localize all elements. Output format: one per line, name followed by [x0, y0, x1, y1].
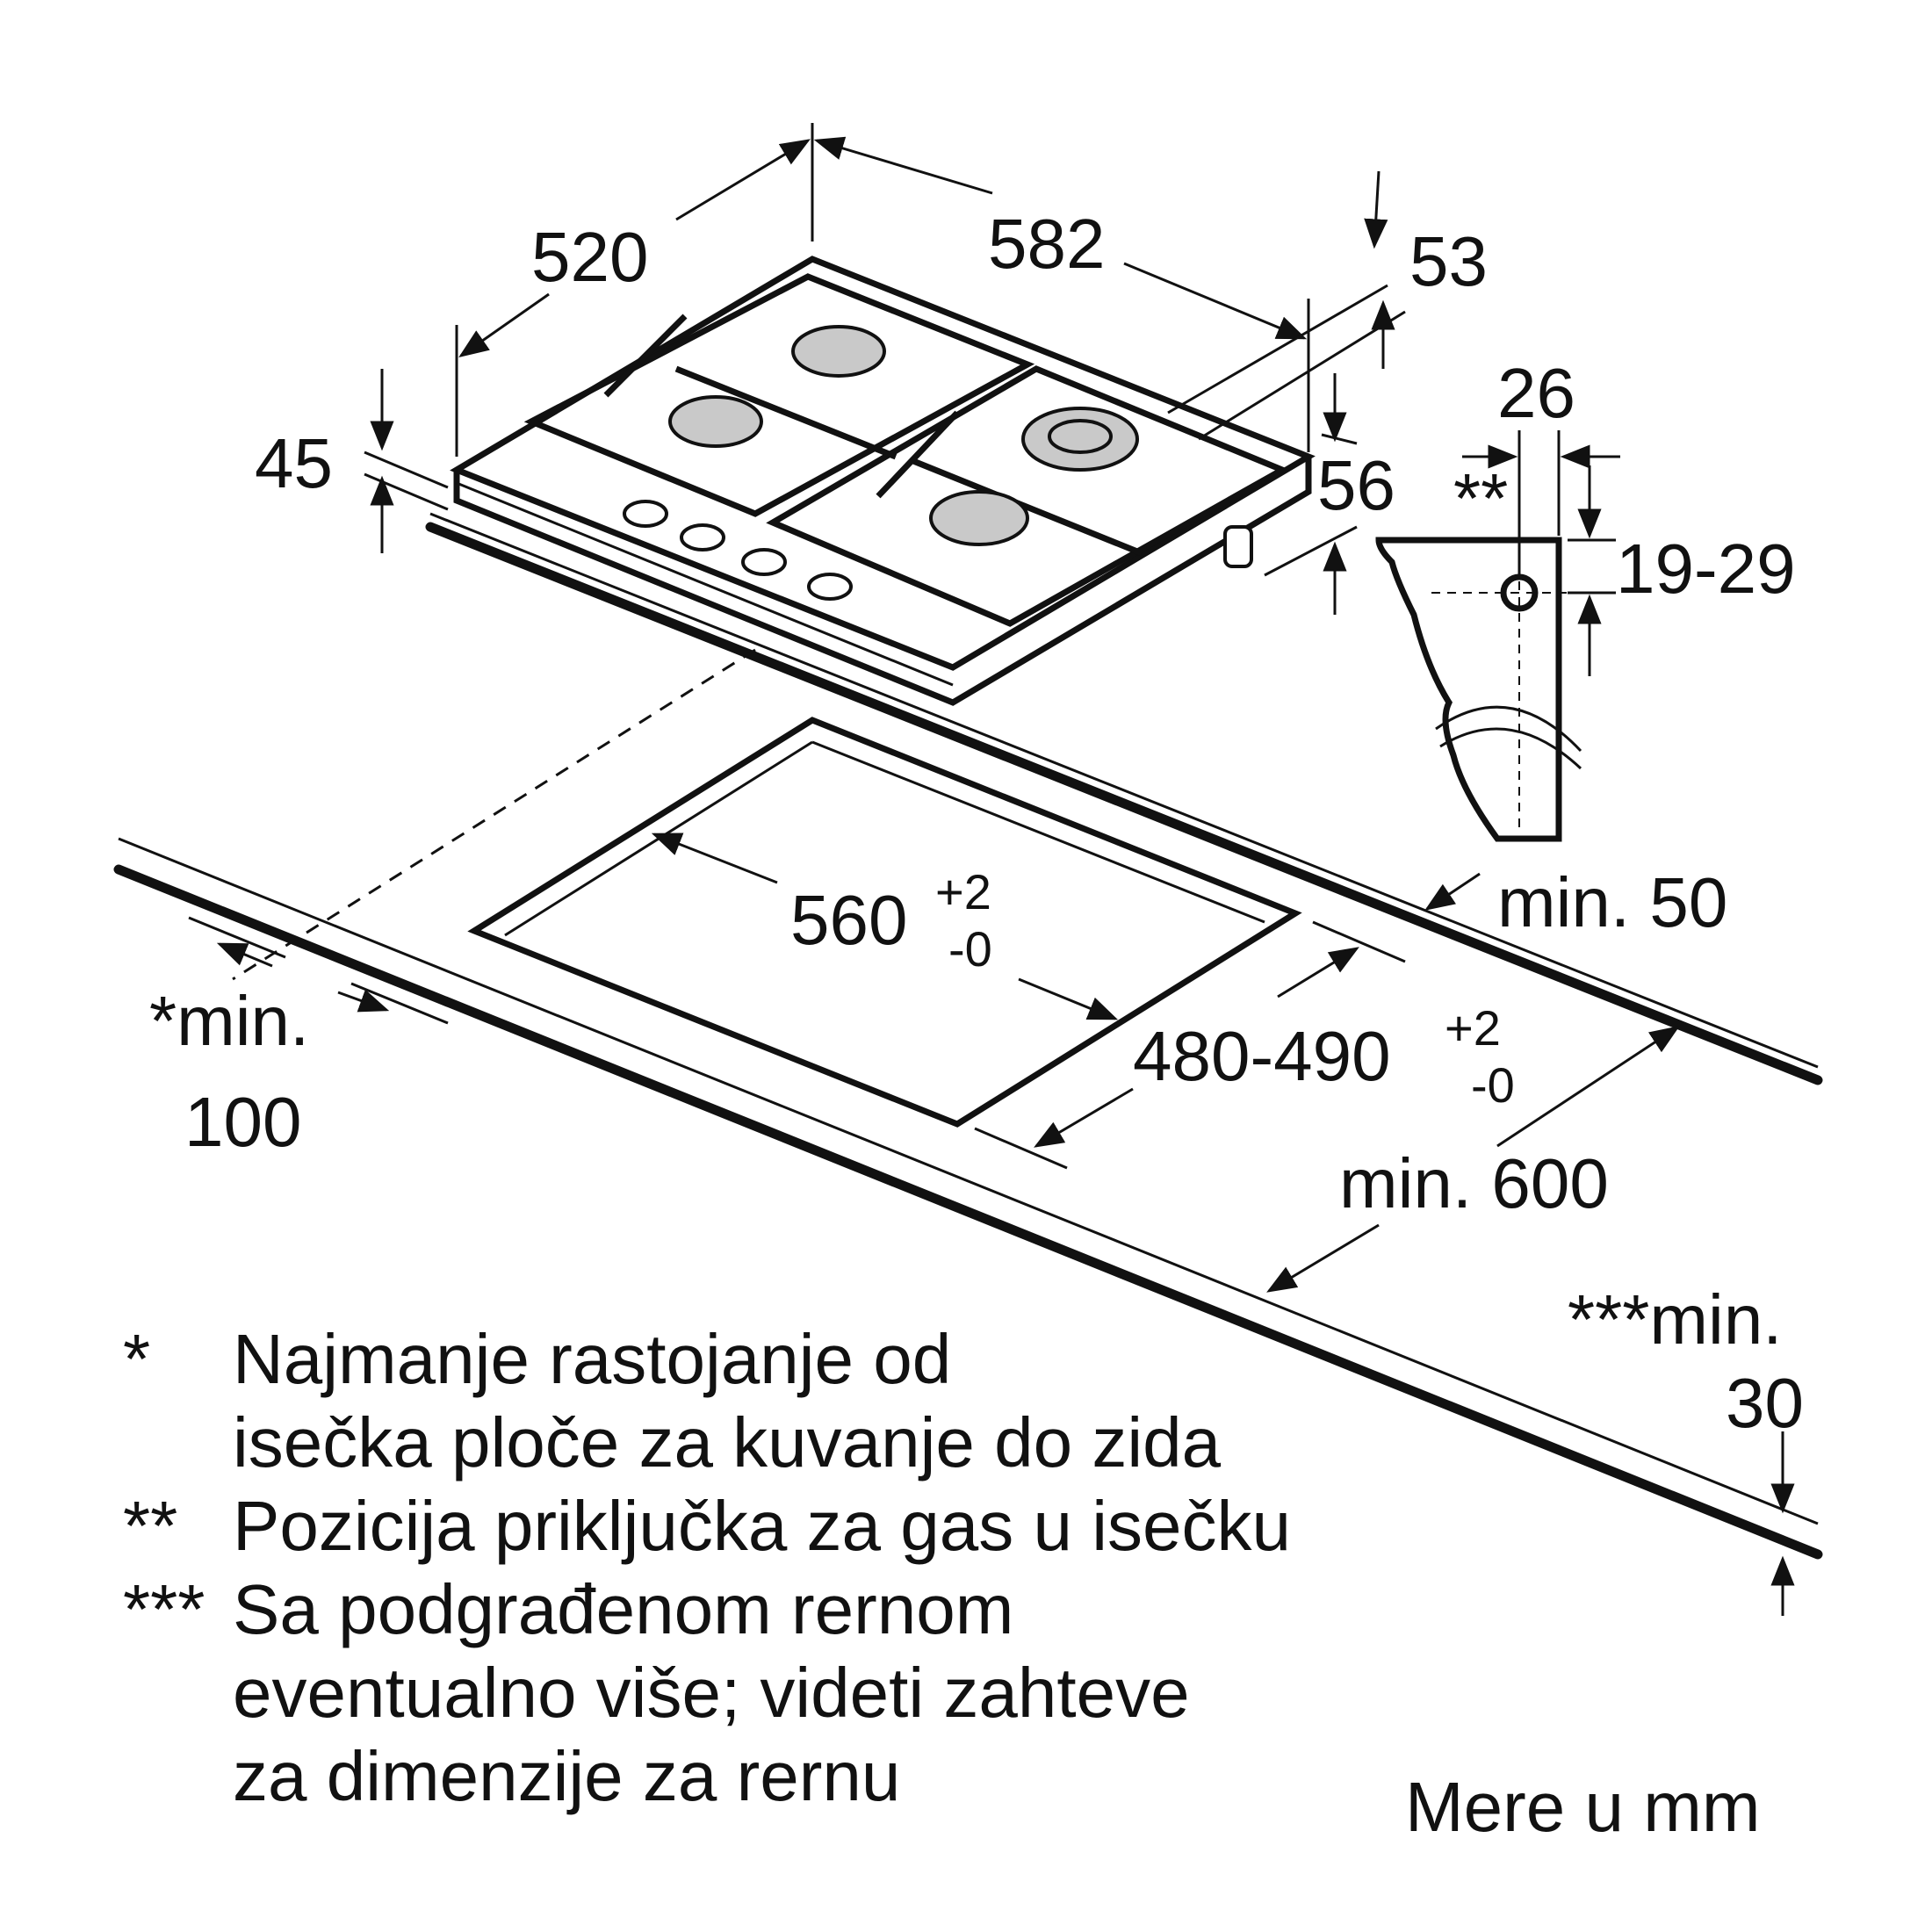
- gas-hob: [450, 256, 1316, 706]
- burner-front-left: [668, 395, 763, 448]
- dim-rear-53: 53: [1409, 222, 1488, 300]
- units-label: Mere u mm: [1405, 1768, 1761, 1846]
- footnotes: * Najmanje rastojanje od isečka ploče za…: [123, 1320, 1291, 1815]
- note-3-line3: za dimenzije za rernu: [233, 1737, 900, 1815]
- dim-min-30-line2: 30: [1726, 1364, 1804, 1442]
- dim-connector-offset-26: 26: [1497, 354, 1575, 432]
- burner-rear-left: [791, 325, 886, 378]
- dim-connector-56: 56: [1317, 446, 1395, 524]
- dim-min-50: min. 50: [1497, 863, 1727, 941]
- dim-min-100-line1: *min.: [149, 982, 309, 1060]
- dim-connector-height-19-29: 19-29: [1616, 530, 1796, 608]
- control-knobs: [623, 500, 853, 601]
- note-1-marker: *: [123, 1320, 150, 1398]
- dim-cutout-width-minus: -0: [948, 921, 992, 977]
- note-2-line1: Pozicija priključka za gas u isečku: [233, 1487, 1291, 1565]
- note-3-line1: Sa podgrađenom rernom: [233, 1570, 1013, 1648]
- dim-min-30-line1: ***min.: [1568, 1280, 1783, 1359]
- dim-min-100-line2: 100: [184, 1083, 301, 1161]
- note-1-line2: isečka ploče za kuvanje do zida: [233, 1403, 1222, 1481]
- dim-cutout-depth-plus: +2: [1445, 1000, 1501, 1056]
- dim-min-600: min. 600: [1339, 1144, 1609, 1222]
- dim-cutout-width-560: 560: [790, 881, 907, 959]
- worktop-section-detail: [1375, 518, 1611, 842]
- note-3-line2: eventualno više; videti zahteve: [233, 1654, 1190, 1732]
- dim-height-45: 45: [255, 424, 333, 502]
- gas-connection-marker: **: [1453, 459, 1508, 537]
- dim-cutout-depth-480-490: 480-490: [1133, 1017, 1391, 1095]
- burner-front-right: [929, 490, 1029, 546]
- alignment-line: [232, 648, 756, 981]
- dim-depth-520: 520: [531, 218, 648, 296]
- note-1-line1: Najmanje rastojanje od: [233, 1320, 951, 1398]
- worktop: [113, 512, 1823, 1560]
- note-2-marker: **: [123, 1487, 177, 1565]
- dim-width-582: 582: [988, 205, 1105, 283]
- note-3-marker: ***: [123, 1570, 205, 1648]
- gas-connector: [1223, 525, 1253, 568]
- dim-cutout-depth-minus: -0: [1471, 1057, 1515, 1113]
- dim-cutout-width-plus: +2: [935, 864, 991, 919]
